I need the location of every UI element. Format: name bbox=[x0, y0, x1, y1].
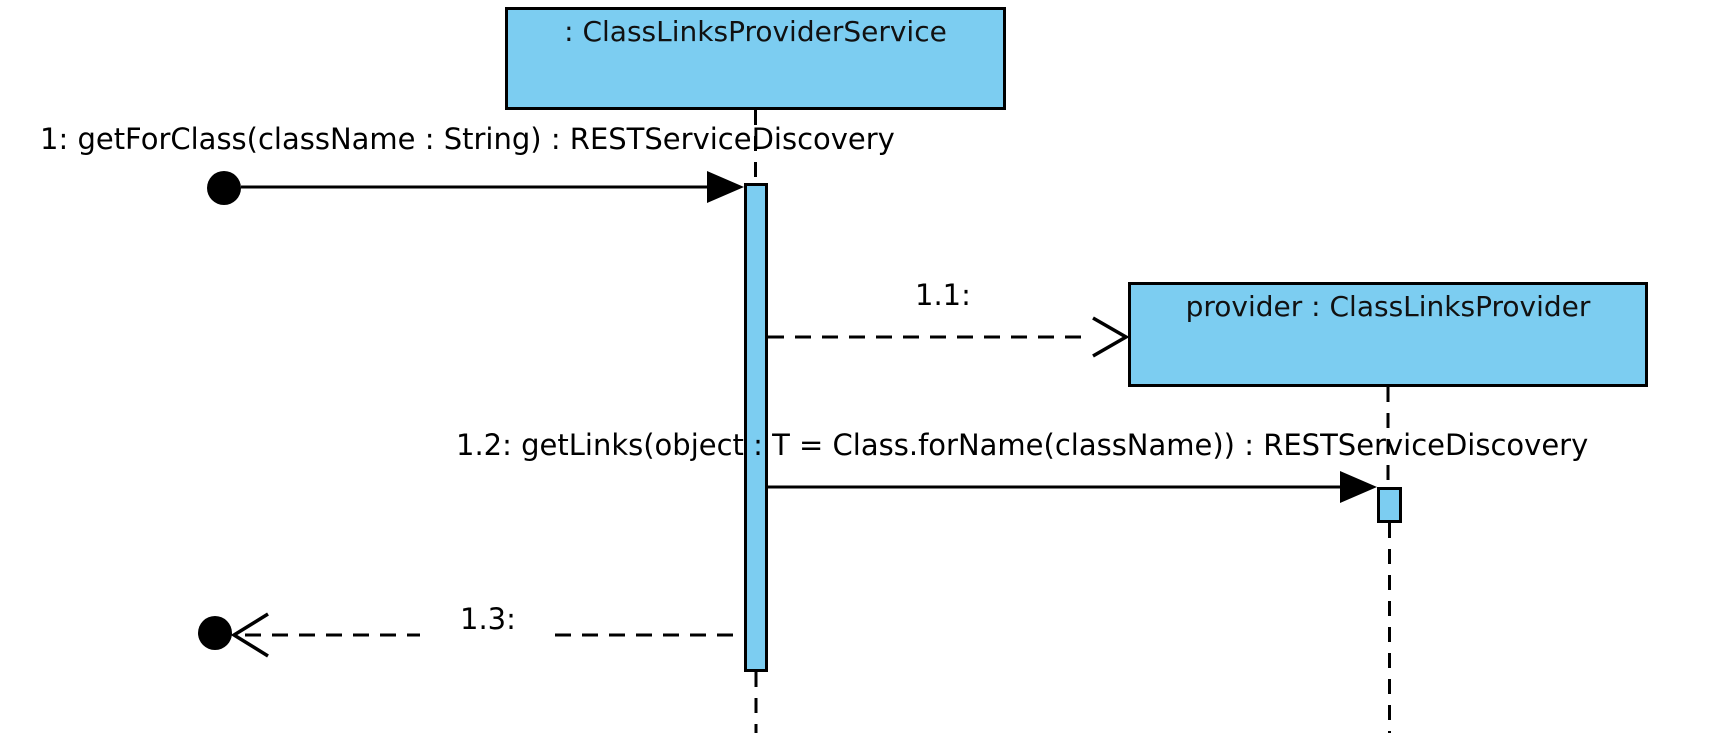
object-box-service: : ClassLinksProviderService bbox=[505, 7, 1006, 110]
activation-bar-provider bbox=[1377, 487, 1402, 523]
found-message-circle bbox=[207, 171, 241, 205]
activation-bar-service bbox=[744, 183, 768, 672]
message-1-3-arrowhead bbox=[230, 612, 269, 658]
message-1-2-label: 1.2: getLinks(object : T = Class.forName… bbox=[456, 428, 1589, 462]
message-1-1-label: 1.1: bbox=[915, 278, 971, 312]
object-label-service: : ClassLinksProviderService bbox=[564, 15, 947, 48]
message-1-arrowhead bbox=[707, 171, 744, 203]
object-box-provider: provider : ClassLinksProvider bbox=[1128, 282, 1648, 387]
object-label-provider: provider : ClassLinksProvider bbox=[1185, 290, 1591, 323]
message-1-3-label: 1.3: bbox=[460, 602, 516, 636]
message-1-label: 1: getForClass(className : String) : RES… bbox=[40, 122, 895, 156]
message-1-2-arrowhead bbox=[1340, 471, 1377, 503]
lost-message-circle bbox=[198, 616, 232, 650]
message-1-1-arrowhead bbox=[1092, 316, 1130, 358]
